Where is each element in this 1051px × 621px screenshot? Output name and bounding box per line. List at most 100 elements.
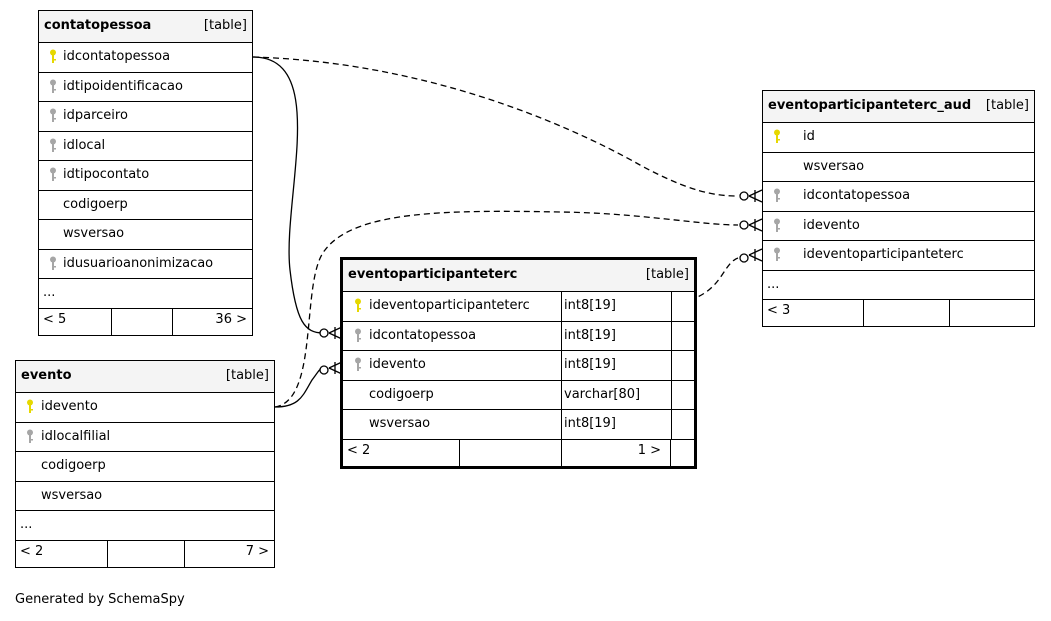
column-name: idcontatopessoa [63,49,171,64]
column-row[interactable]: idevento [763,212,1034,241]
table-footer: < 2 1 > [343,439,694,466]
foreign-key-icon [50,138,56,152]
table-header: eventoparticipanteterc [table] [343,260,694,292]
column-list: id wsversao idcontatopessoa idevento idevent… [763,123,1034,271]
column-row[interactable]: wsversao [16,482,274,511]
column-name: ideventoparticipanteterc [803,247,964,262]
column-name: wsversao [41,487,103,503]
primary-key-icon [50,49,56,63]
column-name: idlocalfilial [41,428,111,444]
foreign-key-icon [50,256,56,270]
column-row[interactable]: wsversao [39,220,252,250]
table-kind: [table] [225,368,269,383]
foreign-key-icon [50,167,56,181]
relation-contatopessoa-eventoparticipanteterc [252,56,324,334]
table-footer: < 5 36 > [39,308,252,335]
parent-count[interactable]: < 5 [43,311,67,327]
column-name: idtipocontato [63,167,150,182]
column-row[interactable]: idlocalfilial [16,423,274,452]
column-row[interactable]: ideventoparticipanteterc [763,241,1034,271]
relation-evento-aud [274,210,739,408]
column-name: wsversao [369,416,431,431]
column-row[interactable]: idevento [16,393,274,423]
foreign-key-icon [774,188,780,202]
table-name: eventoparticipanteterc_aud [768,98,972,113]
column-name: idevento [369,357,426,372]
relation-evento-eventoparticipanteterc [274,367,324,408]
crowfoot-marker [319,326,343,340]
column-list: idevento idlocalfilial codigoerp wsversao [16,393,274,511]
table-evento[interactable]: evento [table] idevento idlocalfilial codi… [15,360,275,568]
column-name: idcontatopessoa [803,188,911,203]
primary-key-icon [355,298,361,312]
parent-count[interactable]: < 2 [347,442,371,458]
table-eventoparticipanteterc[interactable]: eventoparticipanteterc [table] ideventop… [340,257,697,469]
column-name: idparceiro [63,108,128,123]
column-row[interactable]: wsversao int8[19] [343,410,694,440]
parent-count[interactable]: < 3 [767,303,791,318]
column-type: int8[19] [564,327,616,343]
table-eventoparticipanteterc-aud[interactable]: eventoparticipanteterc_aud [table] id wsv… [762,90,1035,327]
column-type: int8[19] [564,357,616,372]
table-footer: < 3 [763,300,1034,326]
foreign-key-icon [355,357,361,371]
column-name: wsversao [803,158,865,174]
column-name: wsversao [63,226,125,241]
table-name: eventoparticipanteterc [348,267,518,282]
primary-key-icon [27,399,33,413]
column-row[interactable]: idcontatopessoa [763,182,1034,212]
more-columns: ... [763,271,1034,300]
column-name: id [803,129,815,144]
column-row[interactable]: codigoerp [16,452,274,482]
relation-contatopessoa-aud [252,56,739,197]
crowfoot-marker [739,248,763,263]
foreign-key-icon [774,247,780,261]
foreign-key-icon [50,108,56,122]
column-row[interactable]: idevento int8[19] [343,351,694,381]
table-name: evento [21,368,72,383]
column-type: int8[19] [564,416,616,431]
foreign-key-icon [355,328,361,342]
column-row[interactable]: idlocal [39,132,252,161]
more-columns: ... [39,279,252,309]
column-name: idcontatopessoa [369,327,477,343]
column-name: idevento [41,399,98,414]
child-count[interactable]: 1 > [637,442,661,458]
column-row[interactable]: idtipoidentificacao [39,73,252,102]
column-type: varchar[80] [564,386,641,402]
column-row[interactable]: wsversao [763,153,1034,182]
column-list: idcontatopessoa idtipoidentificacao idparc… [39,43,252,279]
table-name: contatopessoa [44,18,152,33]
foreign-key-icon [50,79,56,93]
foreign-key-icon [774,218,780,232]
crowfoot-marker [739,189,763,203]
parent-count[interactable]: < 2 [20,543,44,559]
table-kind: [table] [645,267,689,282]
child-count[interactable]: 7 > [245,543,269,559]
primary-key-icon [774,129,780,143]
column-row[interactable]: idcontatopessoa [39,43,252,73]
more-columns: ... [16,511,274,541]
generated-by-credit: Generated by SchemaSpy [15,592,185,607]
column-row[interactable]: idparceiro [39,102,252,132]
column-row[interactable]: idusuarioanonimizacao [39,250,252,279]
crowfoot-marker [319,361,343,375]
column-name: idlocal [63,137,106,153]
table-kind: [table] [985,98,1029,113]
table-header: eventoparticipanteterc_aud [table] [763,91,1034,123]
column-row[interactable]: idtipocontato [39,161,252,191]
child-count[interactable]: 36 > [215,311,247,327]
table-header: evento [table] [16,361,274,393]
column-name: codigoerp [41,458,106,473]
table-footer: < 2 7 > [16,540,274,567]
column-name: idevento [803,217,860,233]
column-row[interactable]: id [763,123,1034,153]
column-row[interactable]: idcontatopessoa int8[19] [343,321,694,351]
column-row[interactable]: codigoerp [39,191,252,220]
column-type: int8[19] [564,298,616,313]
